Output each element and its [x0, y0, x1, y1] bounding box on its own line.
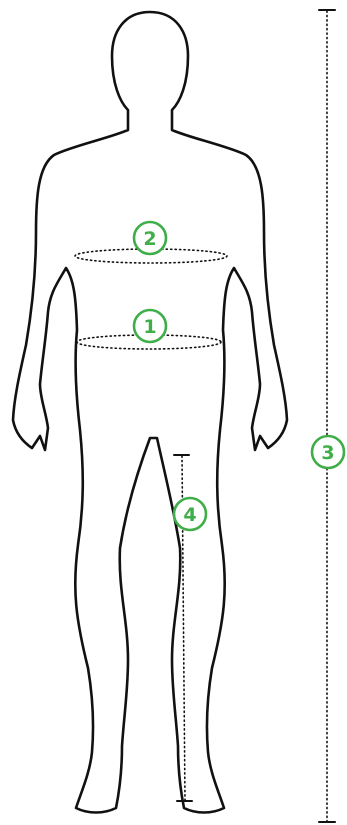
marker-1-badge: 1 [134, 310, 166, 342]
marker-4-badge: 4 [174, 498, 206, 530]
marker-2-label: 2 [143, 228, 156, 250]
marker-3-label: 3 [321, 442, 334, 464]
body-outline [13, 12, 287, 813]
marker-2-badge: 2 [134, 222, 166, 254]
marker-3-badge: 3 [312, 436, 344, 468]
marker-4-label: 4 [183, 504, 196, 526]
marker-1-label: 1 [143, 316, 156, 338]
